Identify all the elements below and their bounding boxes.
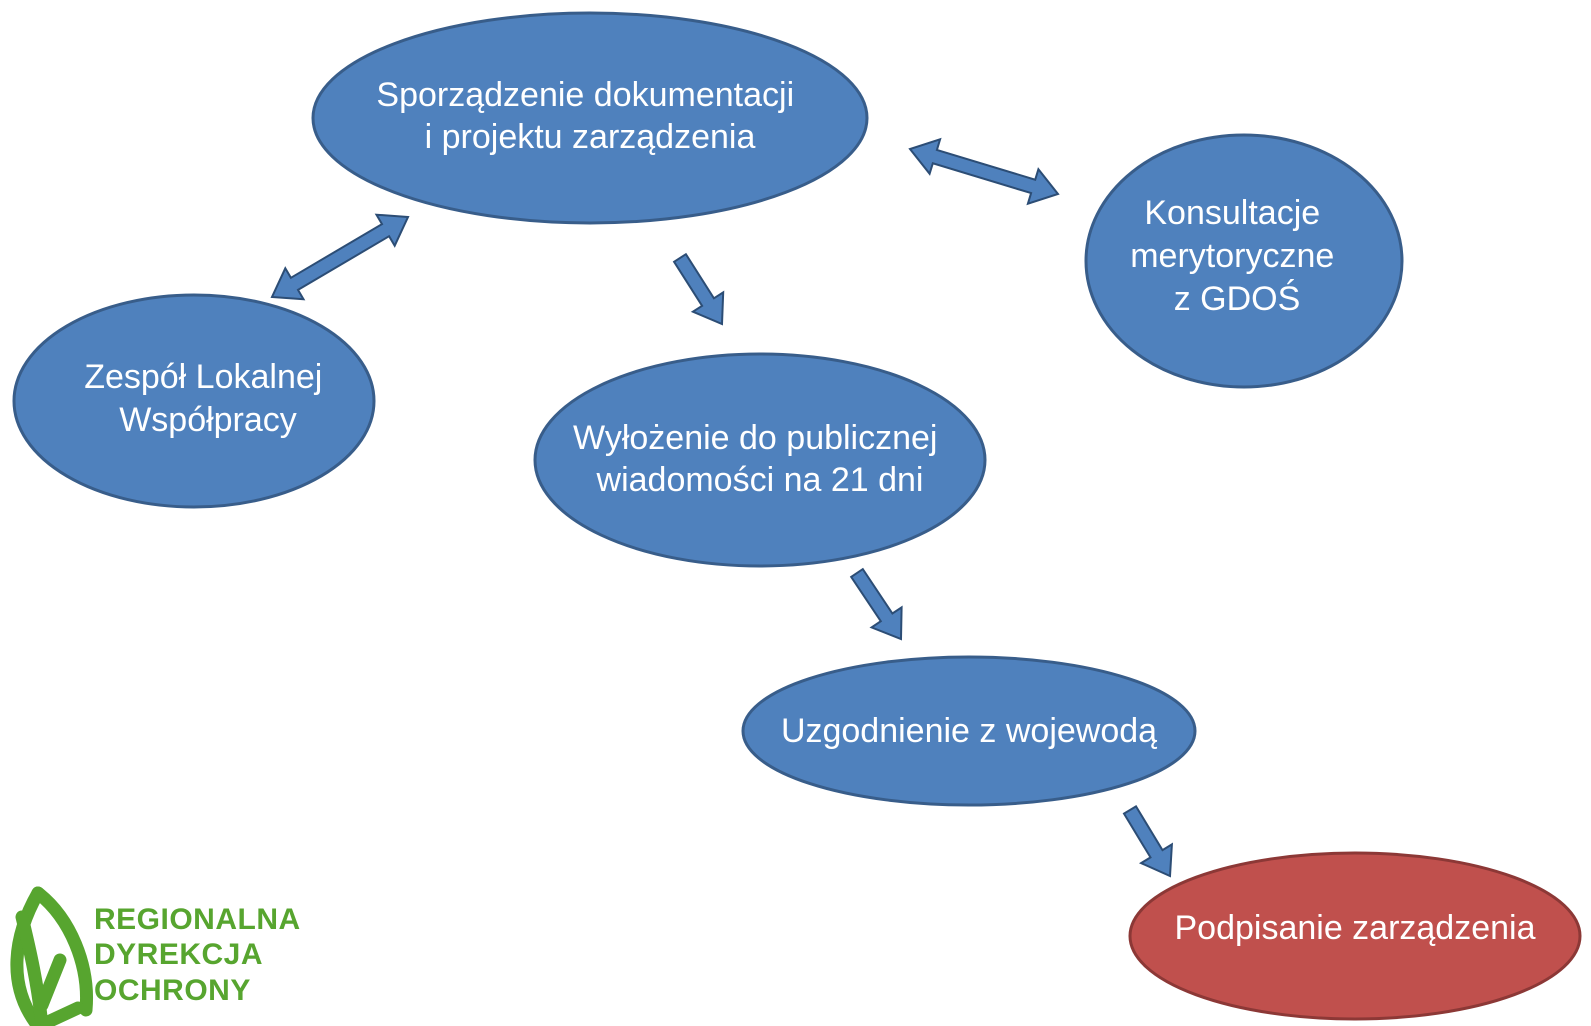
leaf-icon xyxy=(10,886,94,1026)
node-uzgodnienie-line-1: Uzgodnienie z wojewodą xyxy=(781,712,1157,750)
arrow-sporzadzenie-zespol xyxy=(270,213,410,301)
leaf-outline xyxy=(10,886,45,1026)
node-uzgodnienie-shape xyxy=(741,655,1197,807)
logo-line-1: REGIONALNA xyxy=(94,903,300,936)
rdos-logo: REGIONALNA DYREKCJA OCHRONY xyxy=(10,886,308,1026)
arrow-wylozenie-uzgodnienie xyxy=(849,567,903,641)
node-wylozenie-line-1: Wyłożenie do publicznej xyxy=(573,419,937,457)
svg-text:Wyłożenie do publicznej: Wyłożenie do publicznej wiadomości na 21… xyxy=(573,419,947,499)
node-zespol-shape xyxy=(12,293,376,509)
node-sporzadzenie: Sporządzenie dokumentacji i projektu zar… xyxy=(311,11,869,225)
leaf-vein xyxy=(15,910,49,1026)
arrow-sporzadzenie-wylozenie xyxy=(672,252,725,326)
node-sporzadzenie-shape xyxy=(311,11,869,225)
node-zespol-line-2: Współpracy xyxy=(119,401,297,439)
logo-line-3: OCHRONY xyxy=(94,974,251,1007)
svg-text:Sporządzenie dokumentacji: Sporządzenie dokumentacji i projektu zar… xyxy=(376,76,803,156)
node-konsultacje-line-2: merytoryczne xyxy=(1130,237,1334,275)
node-konsultacje-line-1: Konsultacje xyxy=(1144,194,1320,232)
node-uzgodnienie: Uzgodnienie z wojewodą xyxy=(741,655,1197,807)
node-sporzadzenie-line-2: i projektu zarządzenia xyxy=(425,118,756,156)
node-podpisanie: Podpisanie zarządzenia xyxy=(1128,851,1582,1021)
node-konsultacje-shape xyxy=(1084,133,1404,389)
node-wylozenie-shape xyxy=(533,352,987,568)
node-podpisanie-shape xyxy=(1128,851,1582,1021)
node-konsultacje: Konsultacje merytoryczne z GDOŚ xyxy=(1084,133,1404,389)
node-zespol: Zespół Lokalnej Współpracy xyxy=(12,293,376,509)
arrow-sporzadzenie-konsultacje xyxy=(908,137,1060,206)
node-wylozenie: Wyłożenie do publicznej wiadomości na 21… xyxy=(533,352,987,568)
node-konsultacje-line-3: z GDOŚ xyxy=(1174,279,1301,318)
node-podpisanie-line-1: Podpisanie zarządzenia xyxy=(1174,909,1535,947)
leaf-vein-branch xyxy=(35,953,67,1012)
node-sporzadzenie-line-1: Sporządzenie dokumentacji xyxy=(376,76,794,114)
leaf-stem xyxy=(43,1001,85,1026)
leaf-outline-right xyxy=(31,886,94,1017)
node-wylozenie-line-2: wiadomości na 21 dni xyxy=(596,461,924,499)
logo-line-2: DYREKCJA xyxy=(94,938,262,971)
svg-text:Uzgodnienie z wojewodą: Uzgodnienie z wojewodą xyxy=(781,712,1157,750)
arrows-layer xyxy=(270,137,1174,878)
svg-text:Konsultacje merytoryczne: Konsultacje merytoryczne z GDOŚ xyxy=(1130,194,1344,318)
svg-text:REGIONALNA DYREKCJA: REGIONALNA DYREKCJA OCHRONY xyxy=(94,903,308,1007)
node-zespol-line-1: Zespół Lokalnej xyxy=(84,358,322,396)
arrow-uzgodnienie-podpisanie xyxy=(1122,805,1174,878)
svg-text:Zespół Lokalnej Współpra: Zespół Lokalnej Współpracy xyxy=(84,358,332,439)
svg-text:Podpisanie zarządzenia: Podpisanie zarządzenia xyxy=(1174,909,1535,947)
